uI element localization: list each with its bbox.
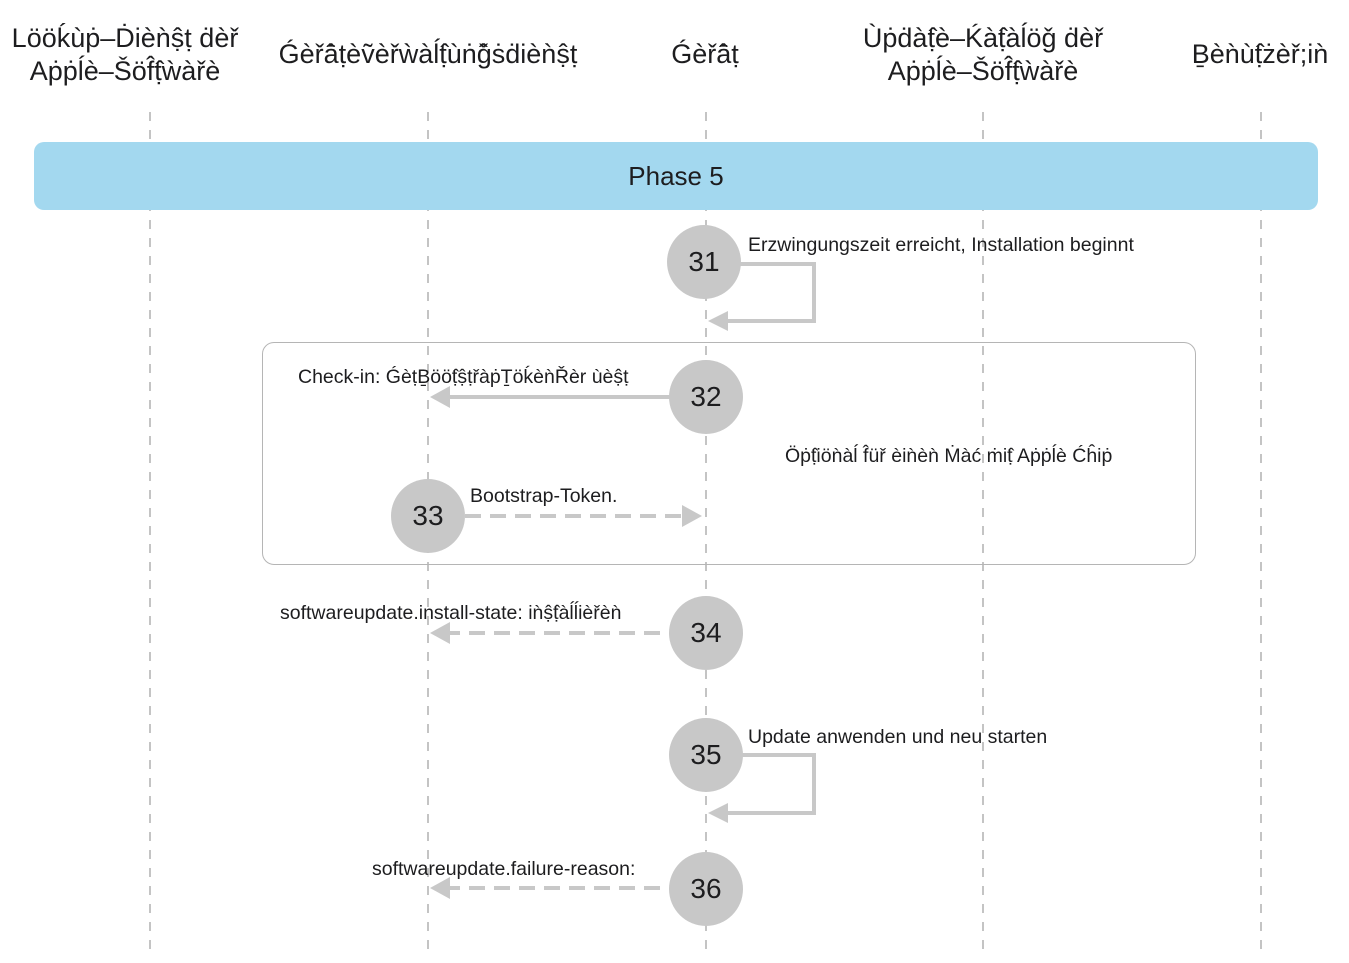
step-31-label: Erzwingungszeit erreicht, Installation b… xyxy=(748,234,1134,256)
lane-header-line2: Aṗṗĺè–Šöf̂ṭ̂ẁàřè xyxy=(29,56,221,86)
step-34-circle: 34 xyxy=(669,596,743,670)
step-35-circle: 35 xyxy=(669,718,743,792)
step-33-circle: 33 xyxy=(391,479,465,553)
phase-bar: Phase 5 xyxy=(34,142,1318,210)
lane-header-line2: Aṗṗĺè–Šöf̂ṭ̂ẁàřè xyxy=(887,56,1079,86)
arrowhead-step-33 xyxy=(682,505,702,527)
optional-box-label: Öṗṭ̂iöǹàĺ f̂üř èiǹèǹ Ṁàć ṁiṭ̂ Aṗṗĺè Ćĥiṗ xyxy=(785,445,1113,467)
step-34-label: softwareupdate.install-state: iǹṣ̂ṭ̂àĺĺi… xyxy=(280,601,621,625)
step-number: 36 xyxy=(690,873,722,904)
phase-label: Phase 5 xyxy=(628,160,724,191)
step-32-circle: 32 xyxy=(669,360,743,434)
lane-header-device-management-service: Ǵèřā̂ṭèṽèřẁàĺṭ̂ùṅǧ̂ṡḋièǹṣ̂ṭ xyxy=(268,22,588,71)
step-33-label: Bootstrap-Token. xyxy=(470,485,618,507)
lane-header-user: Ḇèǹùṭ̂żèř;iǹ xyxy=(1186,22,1334,71)
arrow-step-35 xyxy=(722,753,816,815)
arrowhead-step-32 xyxy=(430,386,450,408)
step-31-circle: 31 xyxy=(667,225,741,299)
step-35-label: Update anwenden und neu starten xyxy=(748,726,1048,748)
step-34-label-prefix: softwareupdate.install-state: xyxy=(280,602,529,624)
step-number: 34 xyxy=(690,617,722,648)
step-32-label-code: ǴèṭḆööṭ̂ṣ̂ṭřàṗṮöḱèǹŘèr ùèṣ̂ṭ xyxy=(385,366,629,388)
step-32-label: Check-in: ǴèṭḆööṭ̂ṣ̂ṭřàṗṮöḱèǹŘèr ùèṣ̂ṭ xyxy=(298,365,629,389)
step-32-label-prefix: Check-in: xyxy=(298,366,386,388)
lane-header-line1: Lööḱùṗ–Ḋièǹṣ̂ṭ ḋèř xyxy=(11,23,239,53)
step-number: 33 xyxy=(412,500,444,531)
step-number: 35 xyxy=(690,739,722,770)
arrowhead-step-35 xyxy=(708,803,728,823)
arrowhead-step-36 xyxy=(430,877,450,899)
lane-header-line1: Ùṗḋàṭ̂è–Ḱàṭ̂àĺöǧ ḋèř xyxy=(862,23,1104,53)
lane-header-update-catalog: Ùṗḋàṭ̂è–Ḱàṭ̂àĺöǧ ḋèř Aṗṗĺè–Šöf̂ṭ̂ẁàřè xyxy=(853,22,1113,88)
step-36-circle: 36 xyxy=(669,852,743,926)
lane-header-lookup-service: Lööḱùṗ–Ḋièǹṣ̂ṭ ḋèř Aṗṗĺè–Šöf̂ṭ̂ẁàřè xyxy=(5,22,245,88)
lane-header-device: Ǵèřā̂ṭ xyxy=(655,22,755,71)
step-number: 31 xyxy=(688,246,720,277)
step-number: 32 xyxy=(690,381,722,412)
arrow-step-31 xyxy=(722,262,816,323)
step-36-label: softwareupdate.failure-reason: xyxy=(372,858,636,880)
arrowhead-step-31 xyxy=(708,311,728,331)
optional-box xyxy=(262,342,1196,565)
lane-header-line1: Ǵèřā̂ṭèṽèřẁàĺṭ̂ùṅǧ̂ṡḋièǹṣ̂ṭ xyxy=(278,39,578,69)
step-34-label-code: iǹṣ̂ṭ̂àĺĺièřèǹ xyxy=(528,602,622,624)
lane-header-line1: Ǵèřā̂ṭ xyxy=(671,39,739,69)
arrowhead-step-34 xyxy=(430,622,450,644)
lane-header-line1: Ḇèǹùṭ̂żèř;iǹ xyxy=(1191,39,1329,69)
